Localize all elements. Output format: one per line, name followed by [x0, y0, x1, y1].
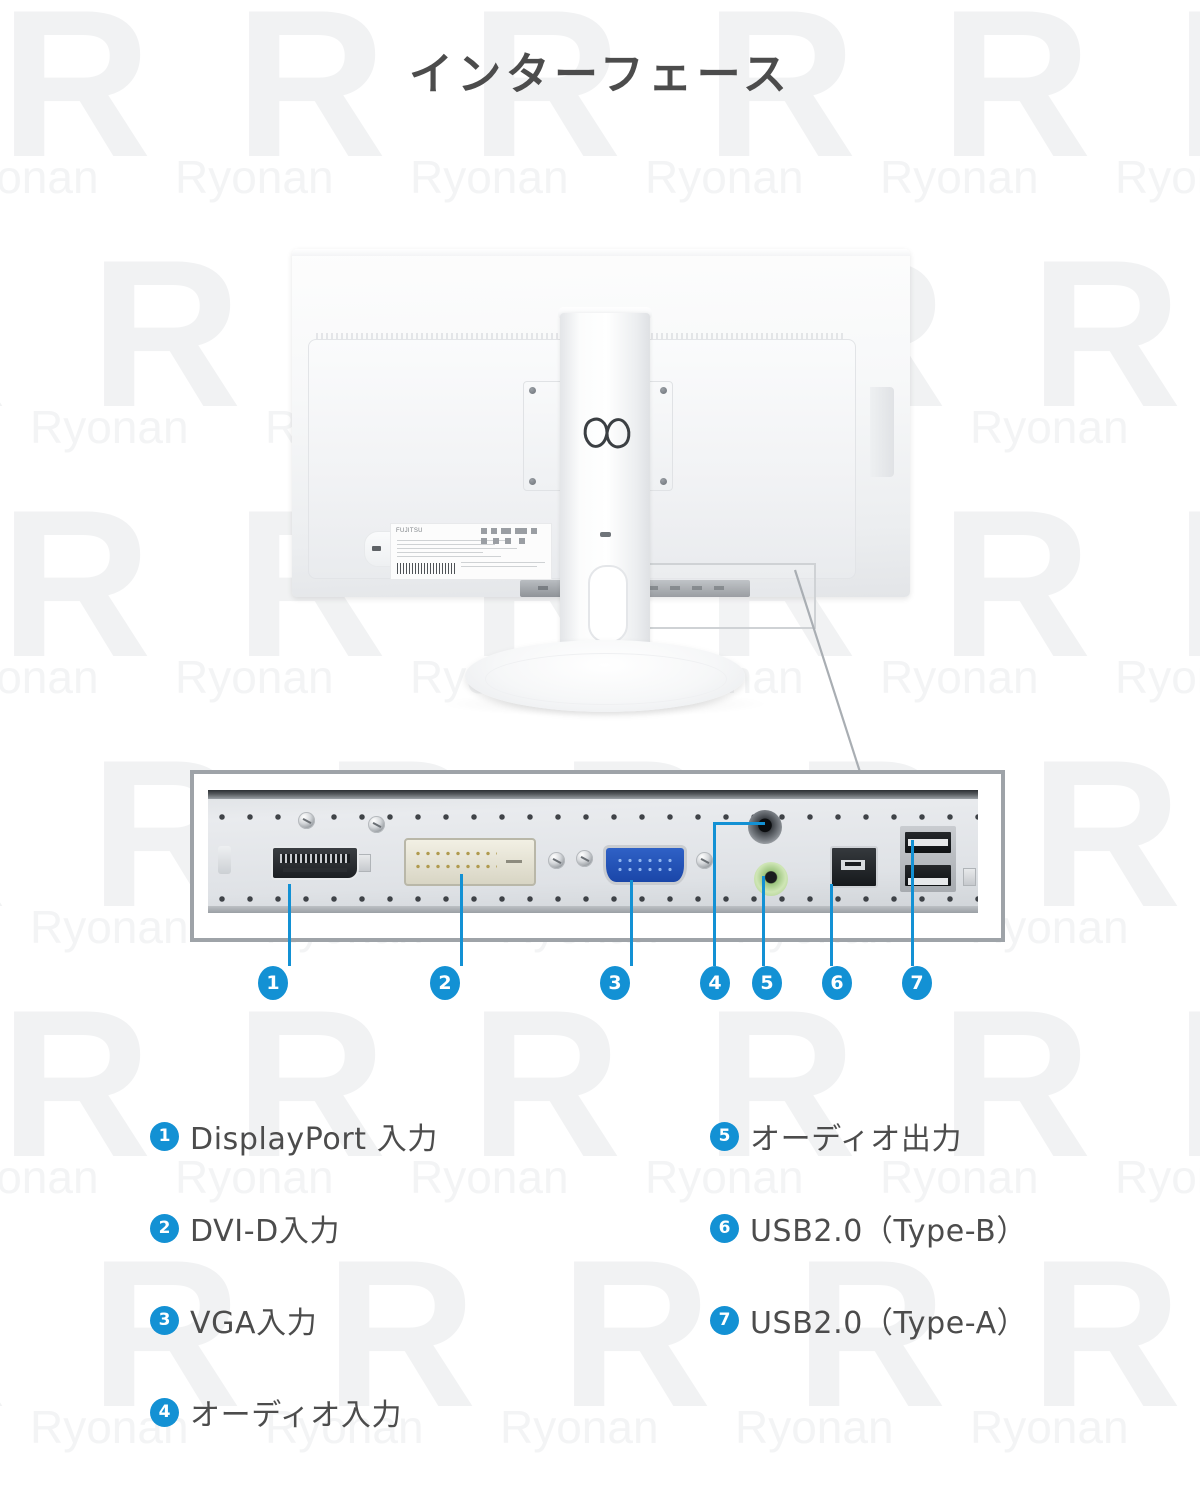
legend-badge-3: 3 [150, 1305, 179, 1335]
legend-item: 3 VGA入力 [150, 1274, 620, 1366]
panel-metal-plate [208, 790, 978, 913]
callout-badge-3: 3 [600, 966, 630, 1000]
callout-leader-line [830, 884, 833, 966]
legend-label: USB2.0（Type-A） [750, 1306, 1028, 1341]
panel-clip-right [963, 868, 976, 886]
legend-label: VGA入力 [190, 1306, 318, 1341]
legend-badge-7: 7 [710, 1305, 739, 1335]
legend-label: オーディオ入力 [190, 1398, 403, 1433]
legend-item: 7 USB2.0（Type-A） [710, 1274, 1130, 1366]
callout-badge-1: 1 [258, 966, 288, 1000]
displayport-connector [273, 848, 357, 878]
callout-leader-line [911, 840, 914, 966]
page-title: インターフェース [408, 49, 792, 100]
callout-badge-2: 2 [430, 966, 460, 1000]
legend-item: 4 オーディオ入力 [150, 1366, 620, 1458]
usb-type-a-connector-stack [900, 826, 956, 892]
audio-out-jack [754, 862, 788, 896]
callout-leader-line [460, 874, 463, 966]
legend-badge-6: 6 [710, 1213, 739, 1243]
legend-badge-1: 1 [150, 1121, 179, 1151]
regulatory-label: FUJITSU [390, 523, 552, 580]
usb-type-b-connector [830, 846, 878, 888]
legend-label: DVI-D入力 [190, 1214, 341, 1249]
panel-screw-2 [368, 816, 385, 833]
fujitsu-infinity-icon [583, 417, 631, 449]
legend-item: 2 DVI-D入力 [150, 1182, 620, 1274]
panel-vent-holes-top [208, 804, 978, 830]
legend-label: USB2.0（Type-B） [750, 1214, 1027, 1249]
legend-label: DisplayPort 入力 [190, 1122, 438, 1157]
monitor-side-tab [870, 387, 894, 477]
legend-badge-2: 2 [150, 1213, 179, 1243]
dvi-d-connector [404, 838, 536, 886]
legend-item: 5 オーディオ出力 [710, 1090, 1130, 1182]
callout-badge-7: 7 [902, 966, 932, 1000]
audio-in-jack [748, 810, 782, 844]
panel-screw-1 [298, 812, 315, 829]
legend-column-left: 1 DisplayPort 入力 2 DVI-D入力 3 VGA入力 4 オーディオ入力 [150, 1090, 620, 1458]
callout-badge-6: 6 [822, 966, 852, 1000]
callout-leader-line [713, 822, 716, 966]
legend-label: オーディオ出力 [750, 1122, 963, 1157]
callout-leader-line [630, 880, 633, 966]
panel-screw-4 [576, 850, 593, 867]
legend-column-right: 5 オーディオ出力 6 USB2.0（Type-B） 7 USB2.0（Type-A） [710, 1090, 1130, 1366]
callout-badge-5: 5 [752, 966, 782, 1000]
legend-badge-4: 4 [150, 1397, 179, 1427]
panel-screw-5 [696, 852, 713, 869]
panel-clip-left [218, 846, 231, 874]
monitor-rear-photo: FUJITSU [270, 235, 930, 730]
panel-bottom-edge [208, 906, 978, 913]
callout-leader-horizontal [713, 822, 765, 825]
kensington-lock-area [364, 531, 394, 567]
legend-badge-5: 5 [710, 1121, 739, 1151]
legend-item: 1 DisplayPort 入力 [150, 1090, 620, 1182]
stand-base-ring [485, 653, 727, 705]
callout-leader-line [288, 884, 291, 966]
panel-top-edge [208, 790, 978, 799]
callout-badge-4: 4 [700, 966, 730, 1000]
legend-item: 6 USB2.0（Type-B） [710, 1182, 1130, 1274]
vga-connector [606, 848, 684, 882]
stand-pin-hole [600, 532, 611, 537]
io-port-panel [190, 770, 1005, 942]
callout-leader-line [762, 876, 765, 966]
label-brand-text: FUJITSU [396, 528, 423, 534]
panel-screw-3 [548, 852, 565, 869]
cable-pass-through [588, 565, 628, 643]
panel-clip-mid [358, 854, 371, 872]
